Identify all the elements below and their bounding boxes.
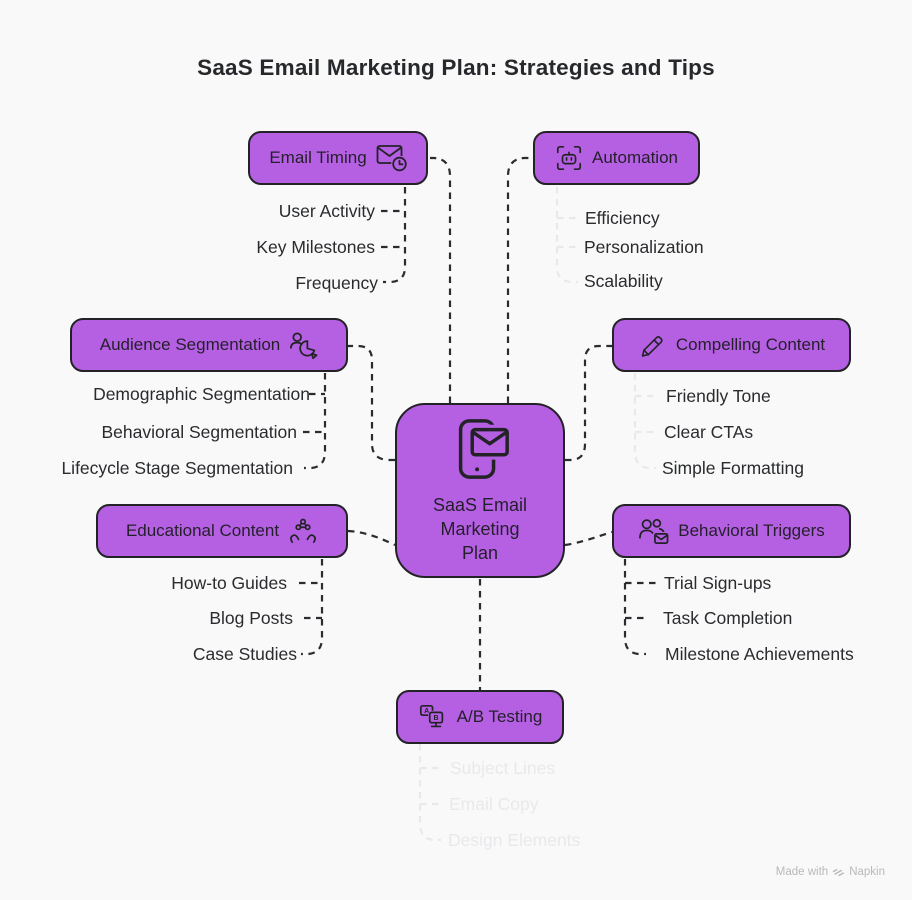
sub-frequency[interactable]: Frequency xyxy=(295,273,378,293)
sub-design-elements[interactable]: Design Elements xyxy=(448,830,581,850)
node-behavioral-triggers[interactable]: Behavioral Triggers xyxy=(612,504,851,558)
link-center-audience xyxy=(348,344,395,462)
sub-task-completion[interactable]: Task Completion xyxy=(663,608,793,628)
made-with-napkin[interactable]: Made with Napkin xyxy=(776,864,885,880)
node-educational-content-label: Educational Content xyxy=(125,521,280,540)
svg-text:B: B xyxy=(433,714,438,721)
link-center-email-timing xyxy=(430,156,452,403)
node-automation[interactable]: Automation xyxy=(533,131,700,185)
sub-user-activity[interactable]: User Activity xyxy=(278,201,375,221)
napkin-logo-icon xyxy=(832,864,845,880)
page-title: SaaS Email Marketing Plan: Strategies an… xyxy=(197,55,715,80)
node-educational-content[interactable]: Educational Content xyxy=(96,504,348,558)
sub-friendly-tone[interactable]: Friendly Tone xyxy=(666,386,771,406)
napkin-brand: Napkin xyxy=(849,866,885,878)
sub-simple-formatting[interactable]: Simple Formatting xyxy=(662,458,804,478)
central-node[interactable]: SaaS Email Marketing Plan xyxy=(395,403,565,578)
sub-key-milestones[interactable]: Key Milestones xyxy=(256,237,375,257)
link-center-compelling xyxy=(565,344,612,462)
made-with-label: Made with xyxy=(775,866,829,878)
node-compelling-content-label: Compelling Content xyxy=(675,335,826,354)
hands-network-icon xyxy=(288,517,318,545)
sub-trial-sign-ups[interactable]: Trial Sign-ups xyxy=(664,573,772,593)
sub-how-to-guides[interactable]: How-to Guides xyxy=(171,573,287,593)
link-center-behavioral xyxy=(564,530,613,547)
node-automation-label: Automation xyxy=(592,148,678,167)
sub-milestone-achievements[interactable]: Milestone Achievements xyxy=(665,644,854,664)
node-audience-segmentation-label: Audience Segmentation xyxy=(99,335,281,354)
ab-screens-icon: A B xyxy=(418,703,448,732)
sub-case-studies[interactable]: Case Studies xyxy=(192,644,297,664)
pencil-icon xyxy=(638,331,667,360)
link-center-automation xyxy=(506,156,533,403)
central-node-label: SaaS Email Marketing Plan xyxy=(432,494,528,564)
sub-efficiency[interactable]: Efficiency xyxy=(585,208,660,228)
sub-blog-posts[interactable]: Blog Posts xyxy=(209,608,293,628)
mail-clock-icon xyxy=(376,144,407,172)
sub-clear-ctas[interactable]: Clear CTAs xyxy=(664,422,754,442)
node-email-timing[interactable]: Email Timing xyxy=(248,131,428,185)
svg-text:A: A xyxy=(424,707,429,714)
link-center-educational xyxy=(347,529,396,546)
sub-personalization[interactable]: Personalization xyxy=(584,237,704,257)
sub-subject-lines[interactable]: Subject Lines xyxy=(450,758,556,778)
sub-scalability[interactable]: Scalability xyxy=(584,271,663,291)
bot-scan-icon xyxy=(555,144,583,172)
phone-mail-icon xyxy=(441,416,519,485)
node-email-timing-label: Email Timing xyxy=(269,148,367,167)
sub-lifecycle-stage-segmentation[interactable]: Lifecycle Stage Segmentation xyxy=(61,458,293,478)
node-compelling-content[interactable]: Compelling Content xyxy=(612,318,851,372)
sub-email-copy[interactable]: Email Copy xyxy=(449,794,539,814)
user-pie-icon xyxy=(289,331,318,360)
node-behavioral-triggers-label: Behavioral Triggers xyxy=(678,521,825,540)
users-mail-icon xyxy=(638,517,670,546)
sub-behavioral-segmentation[interactable]: Behavioral Segmentation xyxy=(101,422,297,442)
node-audience-segmentation[interactable]: Audience Segmentation xyxy=(70,318,348,372)
node-ab-testing-label: A/B Testing xyxy=(456,707,543,726)
sub-demographic-segmentation[interactable]: Demographic Segmentation xyxy=(93,384,310,404)
node-ab-testing[interactable]: A B A/B Testing xyxy=(396,690,564,744)
